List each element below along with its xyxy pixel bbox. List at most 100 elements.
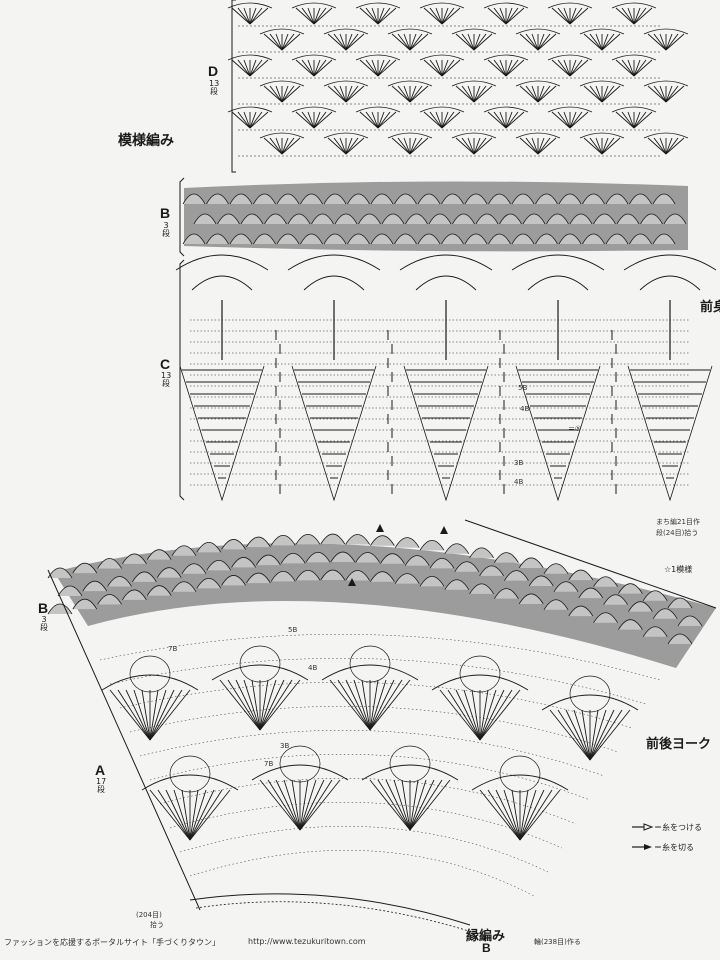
section-B-left-label: B [38, 600, 49, 616]
scallop [518, 557, 544, 569]
fan-stitch [601, 137, 609, 155]
fan-stitch [569, 59, 577, 77]
fan-stitch [435, 111, 443, 129]
fan-arc [141, 774, 239, 791]
scallop [253, 193, 276, 205]
fan-stitch [249, 7, 257, 25]
fan-stitch [519, 33, 539, 51]
fan-stitch [525, 33, 539, 51]
fan-stitch [537, 85, 551, 103]
pineapple-loop [349, 645, 391, 683]
scallop [334, 213, 358, 225]
fan-stitch [259, 679, 301, 731]
fan-stitch [473, 33, 481, 51]
pineapple-loop [129, 655, 171, 693]
fan-stitch [505, 7, 525, 25]
fan-stitch [149, 789, 191, 841]
fan-stitch [345, 33, 365, 51]
footer-url[interactable]: http://www.tezukuritown.com [248, 937, 366, 946]
scallop [171, 581, 197, 592]
fan-stitch [237, 111, 251, 129]
fan-stitch [583, 137, 603, 155]
fan-stitch [487, 111, 507, 129]
fan-stitch [615, 59, 635, 77]
scallop [206, 559, 232, 571]
fan-arc [451, 132, 497, 139]
scallop [276, 233, 300, 245]
fan-stitch [473, 137, 487, 155]
fan-stitch [327, 137, 347, 155]
scallop [370, 193, 394, 205]
fan-arc [101, 674, 199, 691]
fan-stitch [299, 779, 341, 831]
fan-stitch [557, 59, 571, 77]
fan-arc [251, 764, 349, 781]
cut-thread-marker [348, 578, 356, 586]
fan-stitch [505, 111, 525, 129]
scallop [504, 570, 529, 581]
fan-stitch [353, 679, 371, 731]
fan-stitch [595, 33, 603, 51]
fan-stitch [307, 111, 315, 129]
row-marker: 7B [264, 760, 274, 768]
fan-stitch [295, 7, 315, 25]
fan-stitch [461, 85, 475, 103]
fan-arc [611, 106, 657, 113]
pineapple-loop [389, 745, 431, 783]
fan-stitch [313, 111, 321, 129]
fan-stitch [313, 7, 321, 25]
fan-stitch [441, 59, 461, 77]
fan-stitch [537, 33, 551, 51]
scallop [652, 233, 676, 245]
fan-stitch [227, 679, 261, 731]
scallop [528, 575, 554, 587]
fan-stitch [313, 111, 327, 129]
fan-stitch [377, 111, 385, 129]
fan-stitch [505, 111, 513, 129]
scallop [640, 213, 663, 225]
fan-stitch [295, 111, 315, 129]
fan-arc [323, 80, 369, 87]
fan-stitch [377, 7, 397, 25]
fan-stitch [231, 111, 251, 129]
pineapple-loop [279, 745, 321, 783]
scallop [428, 213, 452, 225]
pineapple-loop [169, 755, 211, 793]
fan-stitch [473, 85, 487, 103]
fan-stitch [333, 33, 347, 51]
fan-stitch [269, 137, 283, 155]
scallop [345, 570, 370, 581]
scallop [182, 233, 206, 245]
fan-stitch [499, 59, 507, 77]
scallop [568, 569, 594, 581]
fan-arc [579, 80, 625, 87]
fan-stitch [345, 137, 359, 155]
fan-stitch [281, 85, 289, 103]
fan-stitch [569, 111, 583, 129]
scallop [300, 233, 323, 245]
scallop [469, 583, 494, 595]
fan-stitch [519, 137, 539, 155]
fan-stitch [665, 137, 685, 155]
fan-stitch [487, 7, 507, 25]
row-marker: 4B [308, 664, 318, 672]
scallop [323, 193, 347, 205]
scallop [206, 193, 229, 205]
fan-stitch [467, 33, 475, 51]
fan-stitch [435, 7, 443, 25]
fan-stitch [499, 111, 507, 129]
fan-arc [515, 28, 561, 35]
fan-stitch [301, 59, 315, 77]
fan-stitch [493, 7, 507, 25]
scallop [97, 558, 122, 569]
pineapple-top [415, 275, 477, 291]
fan-arc [387, 28, 433, 35]
attach-thread-text: ＝糸をつける [654, 823, 702, 832]
front-back-yoke-label: 前後ヨーク [646, 737, 712, 752]
fan-stitch [519, 789, 553, 841]
scallop [616, 213, 640, 225]
fan-stitch [569, 111, 577, 129]
fan-stitch [499, 7, 507, 25]
fan-stitch [659, 33, 667, 51]
fan-stitch [345, 33, 353, 51]
